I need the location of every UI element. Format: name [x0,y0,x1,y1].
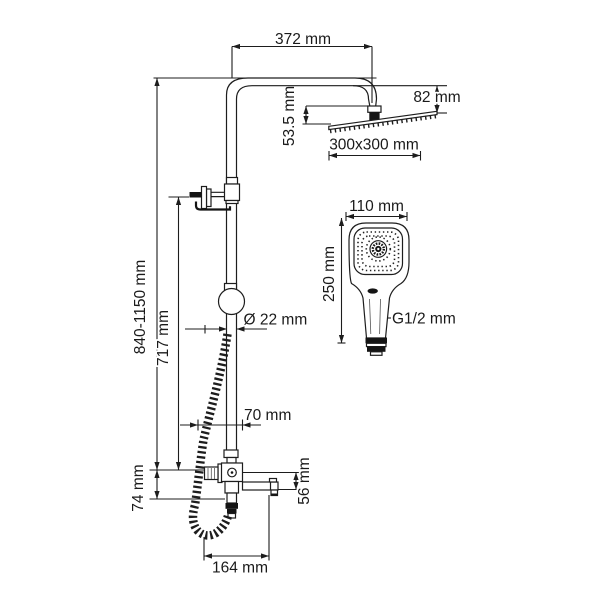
spout [241,477,279,497]
dim-label-head-size: 300x300 mm [329,137,419,154]
dim-handshower-width-110: 110 mm [345,196,408,221]
dim-label-spout-reach: 164 mm [212,560,268,577]
dim-spout-reach-164: 164 mm [203,495,270,578]
hand-shower [348,222,410,356]
dim-pipe-diameter-22: Ø 22 mm [185,310,309,334]
dim-head-height-82: 82 mm [353,85,462,114]
dim-label-spout-drop: 56 mm [296,457,313,504]
mode-button [367,288,378,294]
dim-bar-height-717: 717 mm [153,196,189,470]
dim-top-width-372: 372 mm [231,29,373,103]
wall-bracket [189,176,241,211]
dim-label-top-width: 372 mm [275,31,331,48]
dim-label-bar-height: 717 mm [155,310,172,366]
slider-ball [217,282,246,316]
dim-label-handshower-length: 250 mm [321,246,338,302]
dim-label-pipe-diameter: Ø 22 mm [244,312,308,329]
dim-head-size-300x300: 300x300 mm [327,135,422,161]
dim-label-handshower-width: 110 mm [349,198,404,215]
shower-column [189,77,438,519]
dim-label-head-height: 82 mm [413,89,460,106]
overhead-shower-head [328,105,438,134]
dim-mixer-offset-74: 74 mm [128,463,225,513]
dim-thread-g12: G1/2 mm [385,309,457,329]
dim-label-total-height: 840-1150 mm [132,260,149,354]
riser-pipe [225,77,378,450]
dim-label-head-drop: 53.5 mm [281,86,298,146]
dim-label-mixer-offset: 74 mm [130,464,147,511]
dim-spout-drop-56: 56 mm [242,456,315,506]
dim-label-hose-offset: 70 mm [244,407,291,424]
hand-shower-connector [365,337,387,356]
dim-head-drop-53-5: 53.5 mm [279,84,368,148]
spray-face [353,227,404,276]
spray-center [365,236,392,262]
dim-total-height-840-1150: 840-1150 mm [130,77,377,471]
bracket-bolt [189,192,202,198]
dim-hose-offset-70: 70 mm [180,405,293,431]
shower-hose [188,333,233,540]
dim-handshower-length-250: 250 mm [319,218,346,344]
dim-label-thread: G1/2 mm [392,311,456,328]
head-nozzle-teeth [329,114,437,134]
bracket-hook [194,201,232,211]
mixer-assembly [203,449,279,519]
